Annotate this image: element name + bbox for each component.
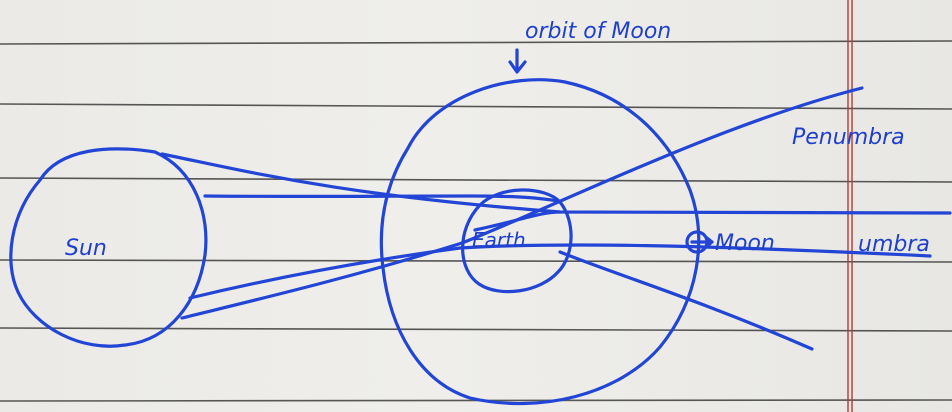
sun-label: Sun (65, 236, 107, 261)
ruled-line (0, 259, 952, 263)
margin-lines (847, 0, 853, 412)
moon-label: Moon (715, 231, 775, 256)
sun (9, 147, 208, 348)
earth (461, 188, 573, 294)
umbra-label: umbra (858, 232, 930, 257)
earth-tangent-line (203, 194, 560, 203)
moon-arrow-icon (690, 236, 714, 248)
orbit-arrow (508, 48, 527, 74)
ruled-line (0, 40, 952, 45)
orbit-label: orbit of Moon (525, 19, 671, 44)
penumbra-label: Penumbra (792, 125, 905, 150)
orbit-of-moon (379, 78, 701, 406)
lower-divergence-line (558, 250, 814, 351)
orbit-shape (379, 78, 701, 406)
earth-inner-upper-line (473, 210, 562, 232)
sun-shape (9, 147, 208, 348)
umbra-lower-line (188, 243, 932, 300)
earth-label: Earth (472, 228, 526, 252)
ruled-line (0, 177, 952, 183)
shadow-lines (160, 86, 952, 351)
ruled-line (0, 327, 952, 332)
penumbra-line (180, 86, 864, 320)
moon (685, 230, 714, 254)
down-arrow-icon (508, 48, 527, 74)
ruled-line (0, 103, 952, 110)
earth-shape (461, 188, 573, 294)
